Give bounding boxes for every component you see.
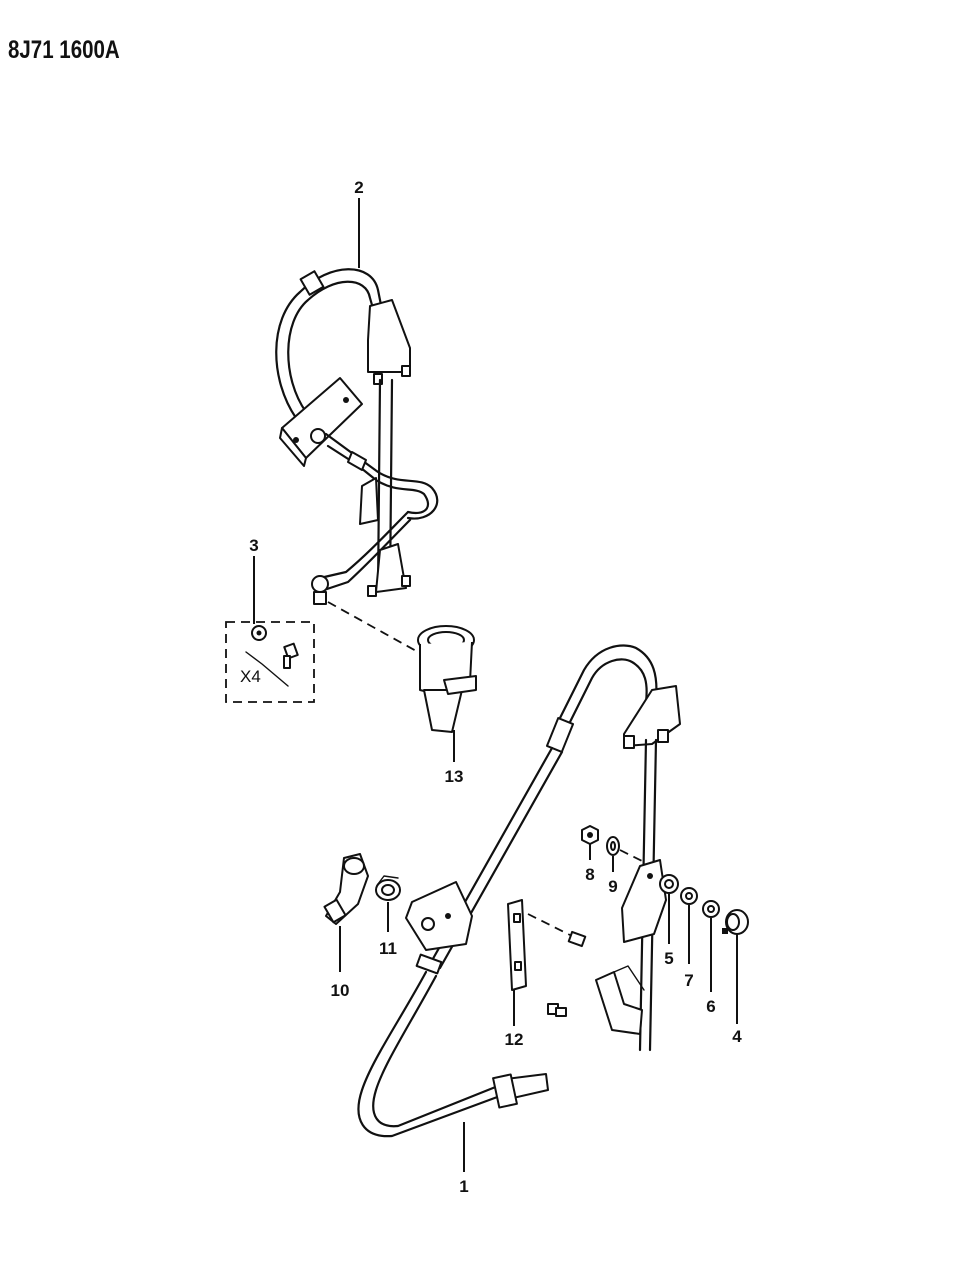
part-11-bushing xyxy=(375,875,401,901)
callout-5: 5 xyxy=(664,949,673,968)
callout-10: 10 xyxy=(331,981,350,1000)
callout-12: 12 xyxy=(505,1030,524,1049)
part-2-regulator-upper xyxy=(275,268,439,605)
callout-4: 4 xyxy=(732,1027,742,1046)
connection-dashed-line xyxy=(327,601,419,653)
callout-2: 2 xyxy=(354,178,363,197)
callout-3: 3 xyxy=(249,536,258,555)
hardware-dashed-line xyxy=(619,849,645,863)
callout-13: 13 xyxy=(445,767,464,786)
part-8-nut xyxy=(581,825,599,845)
leader-lines xyxy=(253,198,738,1172)
callout-7: 7 xyxy=(684,971,693,990)
part-4-knob xyxy=(722,909,749,935)
part-10-crank-arm xyxy=(323,853,369,925)
quantity-note: X4 xyxy=(240,667,261,686)
callout-6: 6 xyxy=(706,997,715,1016)
callout-11: 11 xyxy=(379,939,397,958)
part-6-washer xyxy=(702,900,720,918)
part-1-regulator-lower xyxy=(357,644,681,1138)
callout-1: 1 xyxy=(459,1177,468,1196)
part-3-fastener-kit xyxy=(225,621,315,703)
part-13-clip xyxy=(417,625,477,733)
part-9-washer xyxy=(606,836,620,856)
diagram-code: 8J71 1600A xyxy=(8,36,120,64)
callout-9: 9 xyxy=(608,877,617,896)
callout-8: 8 xyxy=(585,865,594,884)
part-5-grommet xyxy=(659,874,679,894)
part-12-guide-channel xyxy=(507,899,587,1017)
part-7-washer xyxy=(680,887,698,905)
